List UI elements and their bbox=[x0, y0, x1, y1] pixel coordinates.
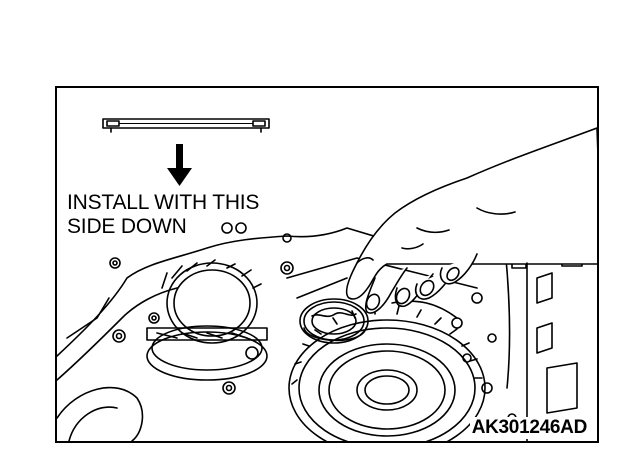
instruction-text-line2: SIDE DOWN bbox=[67, 215, 187, 238]
figure-id-label: AK301246AD bbox=[469, 417, 589, 439]
oil-seal-illustration bbox=[299, 298, 369, 344]
hand-illustration bbox=[345, 127, 597, 314]
figure-frame: INSTALL WITH THIS SIDE DOWN AK301246AD bbox=[55, 86, 599, 443]
transmission-illustration bbox=[57, 118, 597, 441]
transmission-case-illustration bbox=[57, 222, 597, 441]
down-arrow-icon bbox=[167, 144, 192, 186]
instruction-text-line1: INSTALL WITH THIS bbox=[67, 191, 260, 214]
seal-cross-section-icon bbox=[102, 118, 270, 133]
